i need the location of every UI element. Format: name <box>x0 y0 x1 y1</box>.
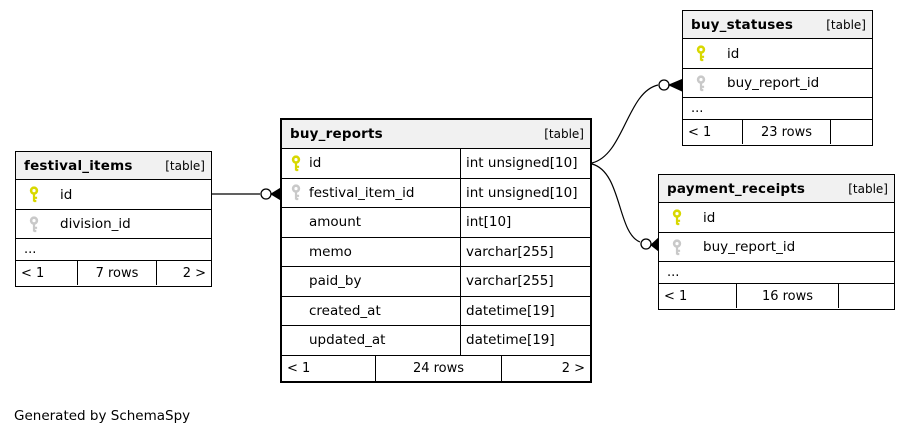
table-buy-statuses: buy_statuses [table] id buy_report_id ..… <box>682 10 873 146</box>
column-name: created_at <box>309 302 381 319</box>
column-row-buy-report-id: buy_report_id <box>659 233 894 262</box>
related-tables-prev: < 1 <box>688 124 712 140</box>
column-type: int unsigned[10] <box>460 149 590 178</box>
zero-or-one-marker <box>658 79 670 91</box>
column-row-paid-by: paid_by varchar[255] <box>282 267 590 297</box>
edge-buy-reports-to-payment-receipts <box>591 163 659 252</box>
column-type: varchar[255] <box>460 267 590 296</box>
column-name: festival_item_id <box>309 184 415 201</box>
table-type-tag: [table] <box>848 181 888 196</box>
row-count: 7 rows <box>77 261 156 285</box>
related-tables-prev: < 1 <box>664 288 688 304</box>
primary-key-icon <box>672 209 682 226</box>
more-columns-ellipsis: ... <box>16 239 211 261</box>
column-name: id <box>60 186 73 203</box>
related-tables-prev: < 1 <box>287 360 311 376</box>
column-name: updated_at <box>309 332 386 349</box>
table-type-tag: [table] <box>165 158 205 173</box>
related-tables-next: 2 > <box>156 261 211 285</box>
primary-key-icon <box>29 186 39 203</box>
row-count: 23 rows <box>742 120 830 144</box>
column-type: datetime[19] <box>460 296 590 325</box>
table-type-tag: [table] <box>544 127 584 141</box>
column-row-division-id: division_id <box>16 210 211 239</box>
column-row-id: id <box>16 180 211 210</box>
column-name: id <box>727 45 740 62</box>
table-title: buy_statuses <box>691 16 794 33</box>
table-type-tag: [table] <box>826 17 866 32</box>
table-footer: < 1 24 rows 2 > <box>282 355 590 381</box>
row-count: 24 rows <box>375 355 501 381</box>
zero-or-one-marker <box>260 188 272 200</box>
column-name: memo <box>309 243 352 260</box>
foreign-key-icon <box>696 74 706 92</box>
column-name: buy_report_id <box>727 75 820 91</box>
related-tables-next <box>838 284 894 308</box>
table-festival-items: festival_items [table] id division_id ..… <box>15 151 212 287</box>
column-name: division_id <box>60 216 131 232</box>
table-title: festival_items <box>24 157 133 174</box>
table-header-payment-receipts[interactable]: payment_receipts [table] <box>659 175 894 203</box>
column-name: id <box>309 155 322 172</box>
column-row-buy-report-id: buy_report_id <box>683 69 872 98</box>
more-columns-ellipsis: ... <box>659 262 894 284</box>
column-row-amount: amount int[10] <box>282 208 590 238</box>
column-name: buy_report_id <box>703 239 796 255</box>
related-tables-next <box>830 120 872 144</box>
column-type: datetime[19] <box>460 326 590 355</box>
column-row-created-at: created_at datetime[19] <box>282 296 590 326</box>
more-columns-ellipsis: ... <box>683 98 872 120</box>
foreign-key-icon <box>29 215 39 233</box>
table-footer: < 1 23 rows <box>683 120 872 144</box>
primary-key-icon <box>291 155 301 172</box>
table-header-festival-items[interactable]: festival_items [table] <box>16 152 211 180</box>
column-name: paid_by <box>309 273 362 290</box>
foreign-key-icon <box>291 184 301 202</box>
foreign-key-icon <box>672 238 682 256</box>
column-row-festival-item-id: festival_item_id int unsigned[10] <box>282 178 590 208</box>
table-payment-receipts: payment_receipts [table] id buy_report_i… <box>658 174 895 310</box>
column-row-id: id int unsigned[10] <box>282 149 590 179</box>
table-header-buy-reports[interactable]: buy_reports [table] <box>282 120 590 149</box>
primary-key-icon <box>696 45 706 62</box>
generator-note: Generated by SchemaSpy <box>14 408 191 424</box>
row-count: 16 rows <box>736 284 838 308</box>
table-header-buy-statuses[interactable]: buy_statuses [table] <box>683 11 872 39</box>
column-row-id: id <box>659 203 894 233</box>
table-buy-reports: buy_reports [table] id int unsigned[10] … <box>280 118 592 383</box>
column-type: int unsigned[10] <box>460 178 590 207</box>
column-type: int[10] <box>460 208 590 237</box>
arrowhead-icon <box>270 187 281 201</box>
edge-festival-items-to-buy-reports <box>212 187 281 201</box>
table-footer: < 1 16 rows <box>659 284 894 308</box>
column-row-memo: memo varchar[255] <box>282 237 590 267</box>
related-tables-next: 2 > <box>501 355 590 381</box>
table-footer: < 1 7 rows 2 > <box>16 261 211 285</box>
column-name: amount <box>309 214 362 231</box>
arrowhead-icon <box>650 237 659 252</box>
zero-or-one-marker <box>640 238 652 250</box>
edge-buy-reports-to-buy-statuses <box>591 78 683 164</box>
column-type: varchar[255] <box>460 237 590 266</box>
related-tables-prev: < 1 <box>21 265 45 281</box>
column-name: id <box>703 209 716 226</box>
column-row-updated-at: updated_at datetime[19] <box>282 326 590 356</box>
table-title: buy_reports <box>290 126 383 142</box>
arrowhead-icon <box>667 78 683 92</box>
column-row-id: id <box>683 39 872 69</box>
table-title: payment_receipts <box>667 180 806 197</box>
